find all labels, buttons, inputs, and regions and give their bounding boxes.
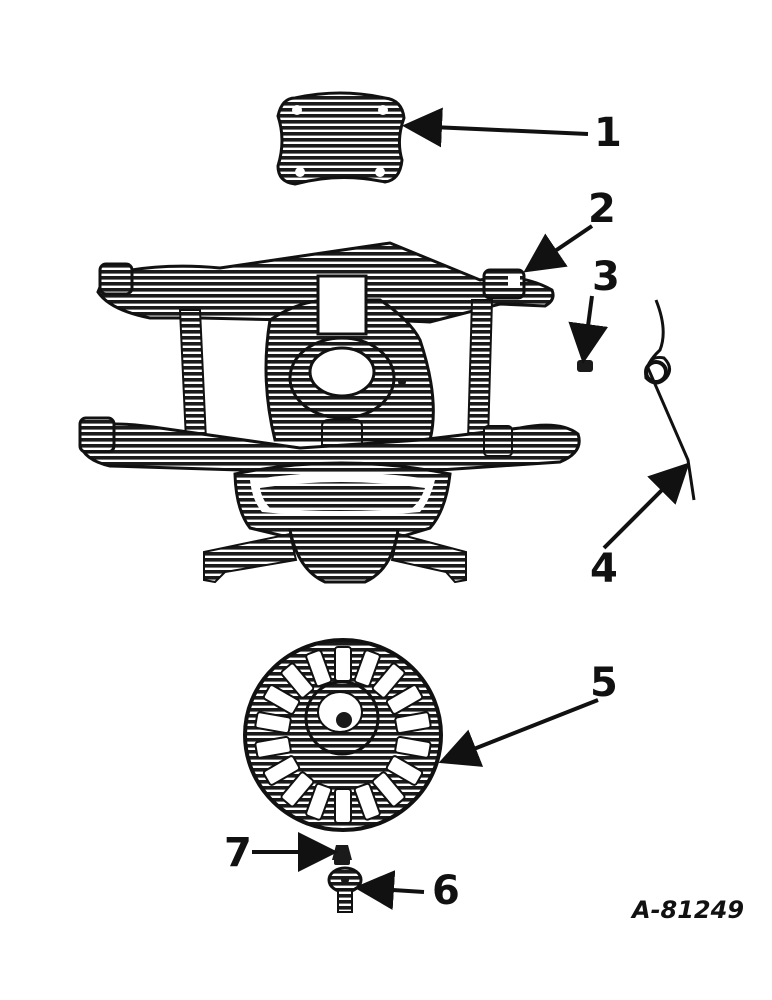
part-3-pin bbox=[577, 360, 593, 372]
disc-slot bbox=[353, 782, 381, 821]
callout-6: 6 bbox=[432, 868, 460, 914]
disc-slot bbox=[254, 711, 292, 735]
disc-slot bbox=[371, 662, 406, 699]
disc-slot bbox=[394, 735, 432, 759]
disc-slot bbox=[262, 755, 301, 786]
part-6-bolt bbox=[327, 866, 363, 913]
disc-slot bbox=[353, 649, 381, 688]
callout-7: 7 bbox=[224, 830, 252, 876]
part-7-fitting bbox=[332, 845, 352, 865]
disc-slot bbox=[385, 755, 424, 786]
callout-2: 2 bbox=[588, 186, 616, 232]
disc-slot bbox=[254, 735, 292, 759]
disc-slot bbox=[280, 771, 315, 808]
main-frame bbox=[78, 241, 581, 584]
leader-5 bbox=[438, 698, 599, 767]
disc-slots bbox=[254, 646, 432, 824]
leader-4 bbox=[602, 462, 690, 550]
leader-1 bbox=[402, 107, 589, 148]
disc-slot bbox=[305, 649, 333, 688]
callout-4: 4 bbox=[590, 546, 618, 592]
part-4-spring bbox=[644, 299, 696, 501]
leader-2 bbox=[523, 224, 594, 273]
callout-1: 1 bbox=[594, 110, 622, 156]
disc-slot bbox=[371, 771, 406, 808]
leader-3 bbox=[568, 295, 609, 364]
callout-3: 3 bbox=[592, 254, 620, 300]
disc-slot bbox=[394, 711, 432, 735]
part-1-plate bbox=[276, 91, 406, 186]
part-5-disc bbox=[243, 638, 443, 832]
leader-lines bbox=[252, 107, 690, 911]
disc-slot bbox=[334, 646, 352, 682]
callout-5: 5 bbox=[590, 660, 618, 706]
disc-slot bbox=[280, 662, 315, 699]
disc-slot bbox=[262, 684, 301, 715]
disc-slot bbox=[385, 684, 424, 715]
figure-id: A-81249 bbox=[630, 896, 744, 924]
disc-slot bbox=[305, 782, 333, 821]
disc-slot bbox=[334, 788, 352, 824]
leader-6 bbox=[354, 870, 425, 911]
